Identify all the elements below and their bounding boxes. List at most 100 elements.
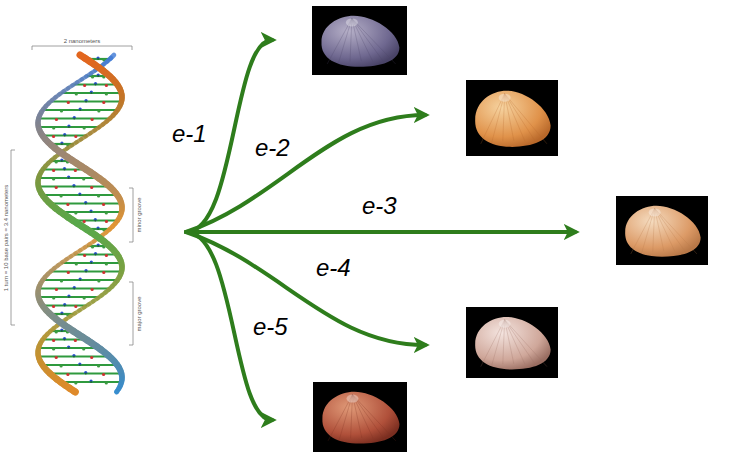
atom-dot (97, 279, 100, 282)
dna-strand (74, 391, 76, 392)
atom-dot (90, 260, 93, 263)
dimension-label: 2 nanometers (64, 38, 101, 45)
base-pair (42, 194, 117, 196)
atom-dot (84, 99, 87, 102)
atom-dot (52, 177, 55, 180)
atom-dot (55, 118, 58, 121)
dna-strand (78, 334, 84, 338)
atom-dot (85, 373, 87, 375)
atom-dot (97, 194, 100, 197)
atom-dot (64, 305, 66, 307)
atom-dot (52, 126, 55, 129)
atom-dot (85, 203, 87, 205)
atom-dot (105, 84, 108, 87)
base-pair (38, 296, 99, 298)
dna-helix (38, 55, 122, 392)
atom-dot (64, 135, 66, 137)
atom-dot (55, 330, 58, 333)
atom-dot (97, 364, 100, 367)
atom-dot (67, 101, 70, 104)
atom-dot (68, 126, 70, 128)
atom-dot (52, 305, 55, 308)
atom-dot (91, 75, 94, 78)
atom-dot (74, 135, 77, 138)
atom-dot (84, 201, 87, 204)
atom-dot (63, 133, 66, 136)
atom-dot (63, 339, 65, 341)
base-pair (51, 270, 122, 272)
base-pair (39, 347, 99, 349)
atom-dot (60, 194, 63, 197)
base-pair (51, 100, 122, 102)
shell-photo (312, 6, 407, 75)
atom-dot (105, 211, 108, 214)
atom-dot (90, 262, 92, 264)
edge-label: e-2 (255, 135, 290, 161)
atom-dot (90, 211, 92, 213)
atom-dot (73, 186, 75, 188)
base-pair (74, 253, 117, 255)
atom-dot (90, 186, 93, 189)
atom-dot (97, 109, 100, 112)
atom-dot (74, 169, 77, 172)
atom-dot (79, 107, 82, 110)
edge-label: e-4 (316, 255, 351, 281)
atom-dot (79, 279, 81, 281)
dimension-bracket (11, 46, 133, 345)
atom-dot (60, 364, 63, 367)
groove-label: minor groove (136, 197, 143, 232)
atom-dot (55, 186, 58, 189)
atom-dot (82, 347, 85, 350)
atom-dot (105, 254, 108, 257)
shell-photo (466, 80, 558, 156)
atom-dot (102, 203, 105, 206)
dna-strand (69, 388, 74, 392)
atom-dot (68, 296, 70, 298)
atom-dot (79, 277, 82, 280)
arrow-e2 (186, 115, 425, 232)
atom-dot (74, 339, 77, 342)
atom-dot (102, 101, 105, 104)
atom-dot (63, 337, 66, 340)
atom-dot (94, 218, 97, 221)
atom-dot (105, 262, 108, 265)
atom-dot (60, 141, 63, 144)
atom-dot (63, 303, 66, 306)
atom-dot (68, 177, 70, 179)
base-pair (39, 287, 110, 289)
atom-dot (102, 271, 105, 274)
atom-dot (97, 243, 100, 246)
atom-dot (90, 92, 92, 94)
atom-dot (60, 279, 63, 282)
atom-dot (90, 381, 92, 383)
atom-dot (89, 379, 92, 382)
atom-dot (79, 194, 81, 196)
base-pair (42, 364, 117, 366)
atom-dot (73, 356, 75, 358)
base-pair (50, 372, 121, 374)
atom-dot (73, 118, 75, 120)
base-pair (61, 381, 122, 383)
atom-dot (52, 296, 55, 299)
base-pair (43, 279, 118, 281)
atom-dot (67, 345, 70, 348)
atom-dot (83, 126, 86, 129)
atom-dot (66, 203, 69, 206)
atom-dot (61, 143, 63, 145)
atom-dot (75, 262, 78, 265)
base-pair (61, 92, 121, 94)
atom-dot (63, 169, 65, 171)
edge-label: e-1 (172, 121, 207, 147)
base-pair (50, 202, 121, 204)
atom-dot (105, 92, 108, 95)
base-pair (38, 126, 99, 128)
atom-dot (78, 362, 81, 365)
atom-dot (90, 356, 93, 359)
atom-dot (91, 118, 94, 121)
atom-dot (85, 271, 87, 273)
atom-dot (60, 328, 63, 331)
shell-photo (466, 307, 558, 378)
edge-label: e-5 (253, 314, 288, 340)
atom-dot (96, 226, 99, 229)
atom-dot (55, 356, 58, 359)
